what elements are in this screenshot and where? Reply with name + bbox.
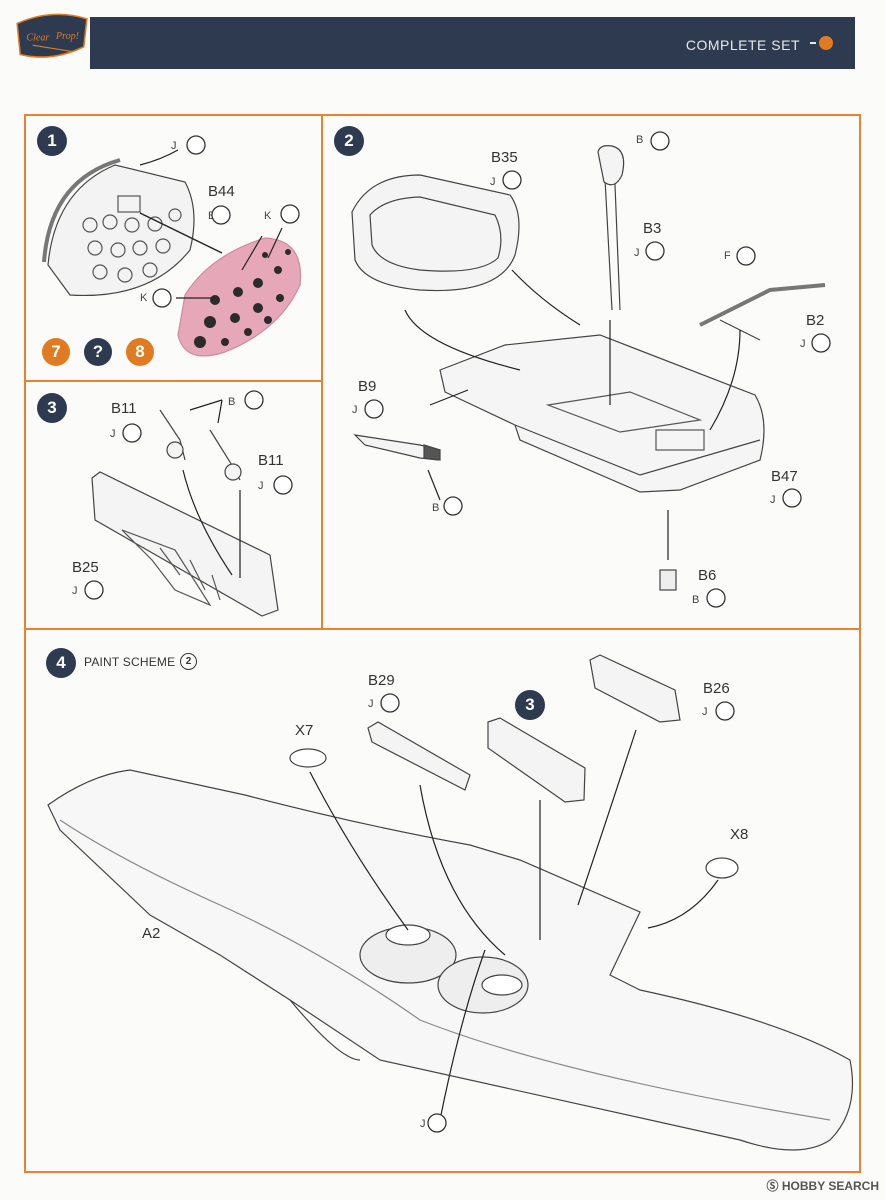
part-label-x8: X8 (730, 826, 749, 843)
color-code-b: B (228, 396, 236, 408)
ref-chip-help: ? (84, 338, 112, 366)
color-code-b: B (636, 134, 644, 146)
color-code-j: J (702, 706, 708, 718)
color-code-j: J (770, 494, 776, 506)
color-code-j: J (634, 247, 640, 259)
color-code-j: J (72, 585, 78, 597)
svg-text:Clear: Clear (26, 33, 49, 44)
sub-step-3: 3 (515, 690, 545, 720)
part-label-a2: A2 (142, 925, 161, 942)
part-label-b2: B2 (806, 312, 825, 329)
step-number-4: 4 (46, 648, 76, 678)
clear-prop-logo: Clear Prop! (16, 13, 88, 58)
color-code-k: K (264, 210, 272, 222)
part-label-b35: B35 (491, 149, 518, 166)
ref-chip-8: 8 (126, 338, 154, 366)
step-number-3: 3 (37, 393, 67, 423)
color-code-j: J (171, 140, 177, 152)
color-code-j: J (368, 698, 374, 710)
svg-text:Prop!: Prop! (55, 31, 79, 42)
color-code-b: B (692, 594, 700, 606)
part-label-b29: B29 (368, 672, 395, 689)
paint-scheme-note: PAINT SCHEME (84, 655, 176, 669)
color-code-j: J (258, 480, 264, 492)
part-label-f: F (724, 250, 731, 262)
header-bar (90, 17, 855, 69)
part-label-b26: B26 (703, 680, 730, 697)
color-code-j: J (420, 1118, 426, 1130)
part-label-b44: B44 (208, 183, 235, 200)
part-label-b9: B9 (358, 378, 377, 395)
color-code-j: J (800, 338, 806, 350)
color-code-k: K (140, 292, 148, 304)
step-number-2: 2 (334, 126, 364, 156)
gear-icon (819, 36, 833, 50)
color-code-b: B (432, 502, 440, 514)
part-label-b25: B25 (72, 559, 99, 576)
ref-chip-7: 7 (42, 338, 70, 366)
color-code-j: J (110, 428, 116, 440)
part-label-b6: B6 (698, 567, 717, 584)
part-label-b11: B11 (258, 452, 284, 469)
set-label: COMPLETE SET (685, 37, 800, 53)
watermark: Ⓢ HOBBY SEARCH (766, 1179, 879, 1193)
color-code-j: J (490, 176, 496, 188)
part-label-b3: B3 (643, 220, 662, 237)
paint-scheme-ref: 2 (180, 653, 197, 670)
panel-step-4 (24, 628, 861, 1173)
part-label-x7: X7 (295, 722, 314, 739)
step-number-1: 1 (37, 126, 67, 156)
set-dash (810, 42, 816, 44)
part-label-b11: B11 (111, 400, 137, 417)
part-label-b47: B47 (771, 468, 798, 485)
color-code-b: B (208, 210, 216, 222)
color-code-j: J (352, 404, 358, 416)
